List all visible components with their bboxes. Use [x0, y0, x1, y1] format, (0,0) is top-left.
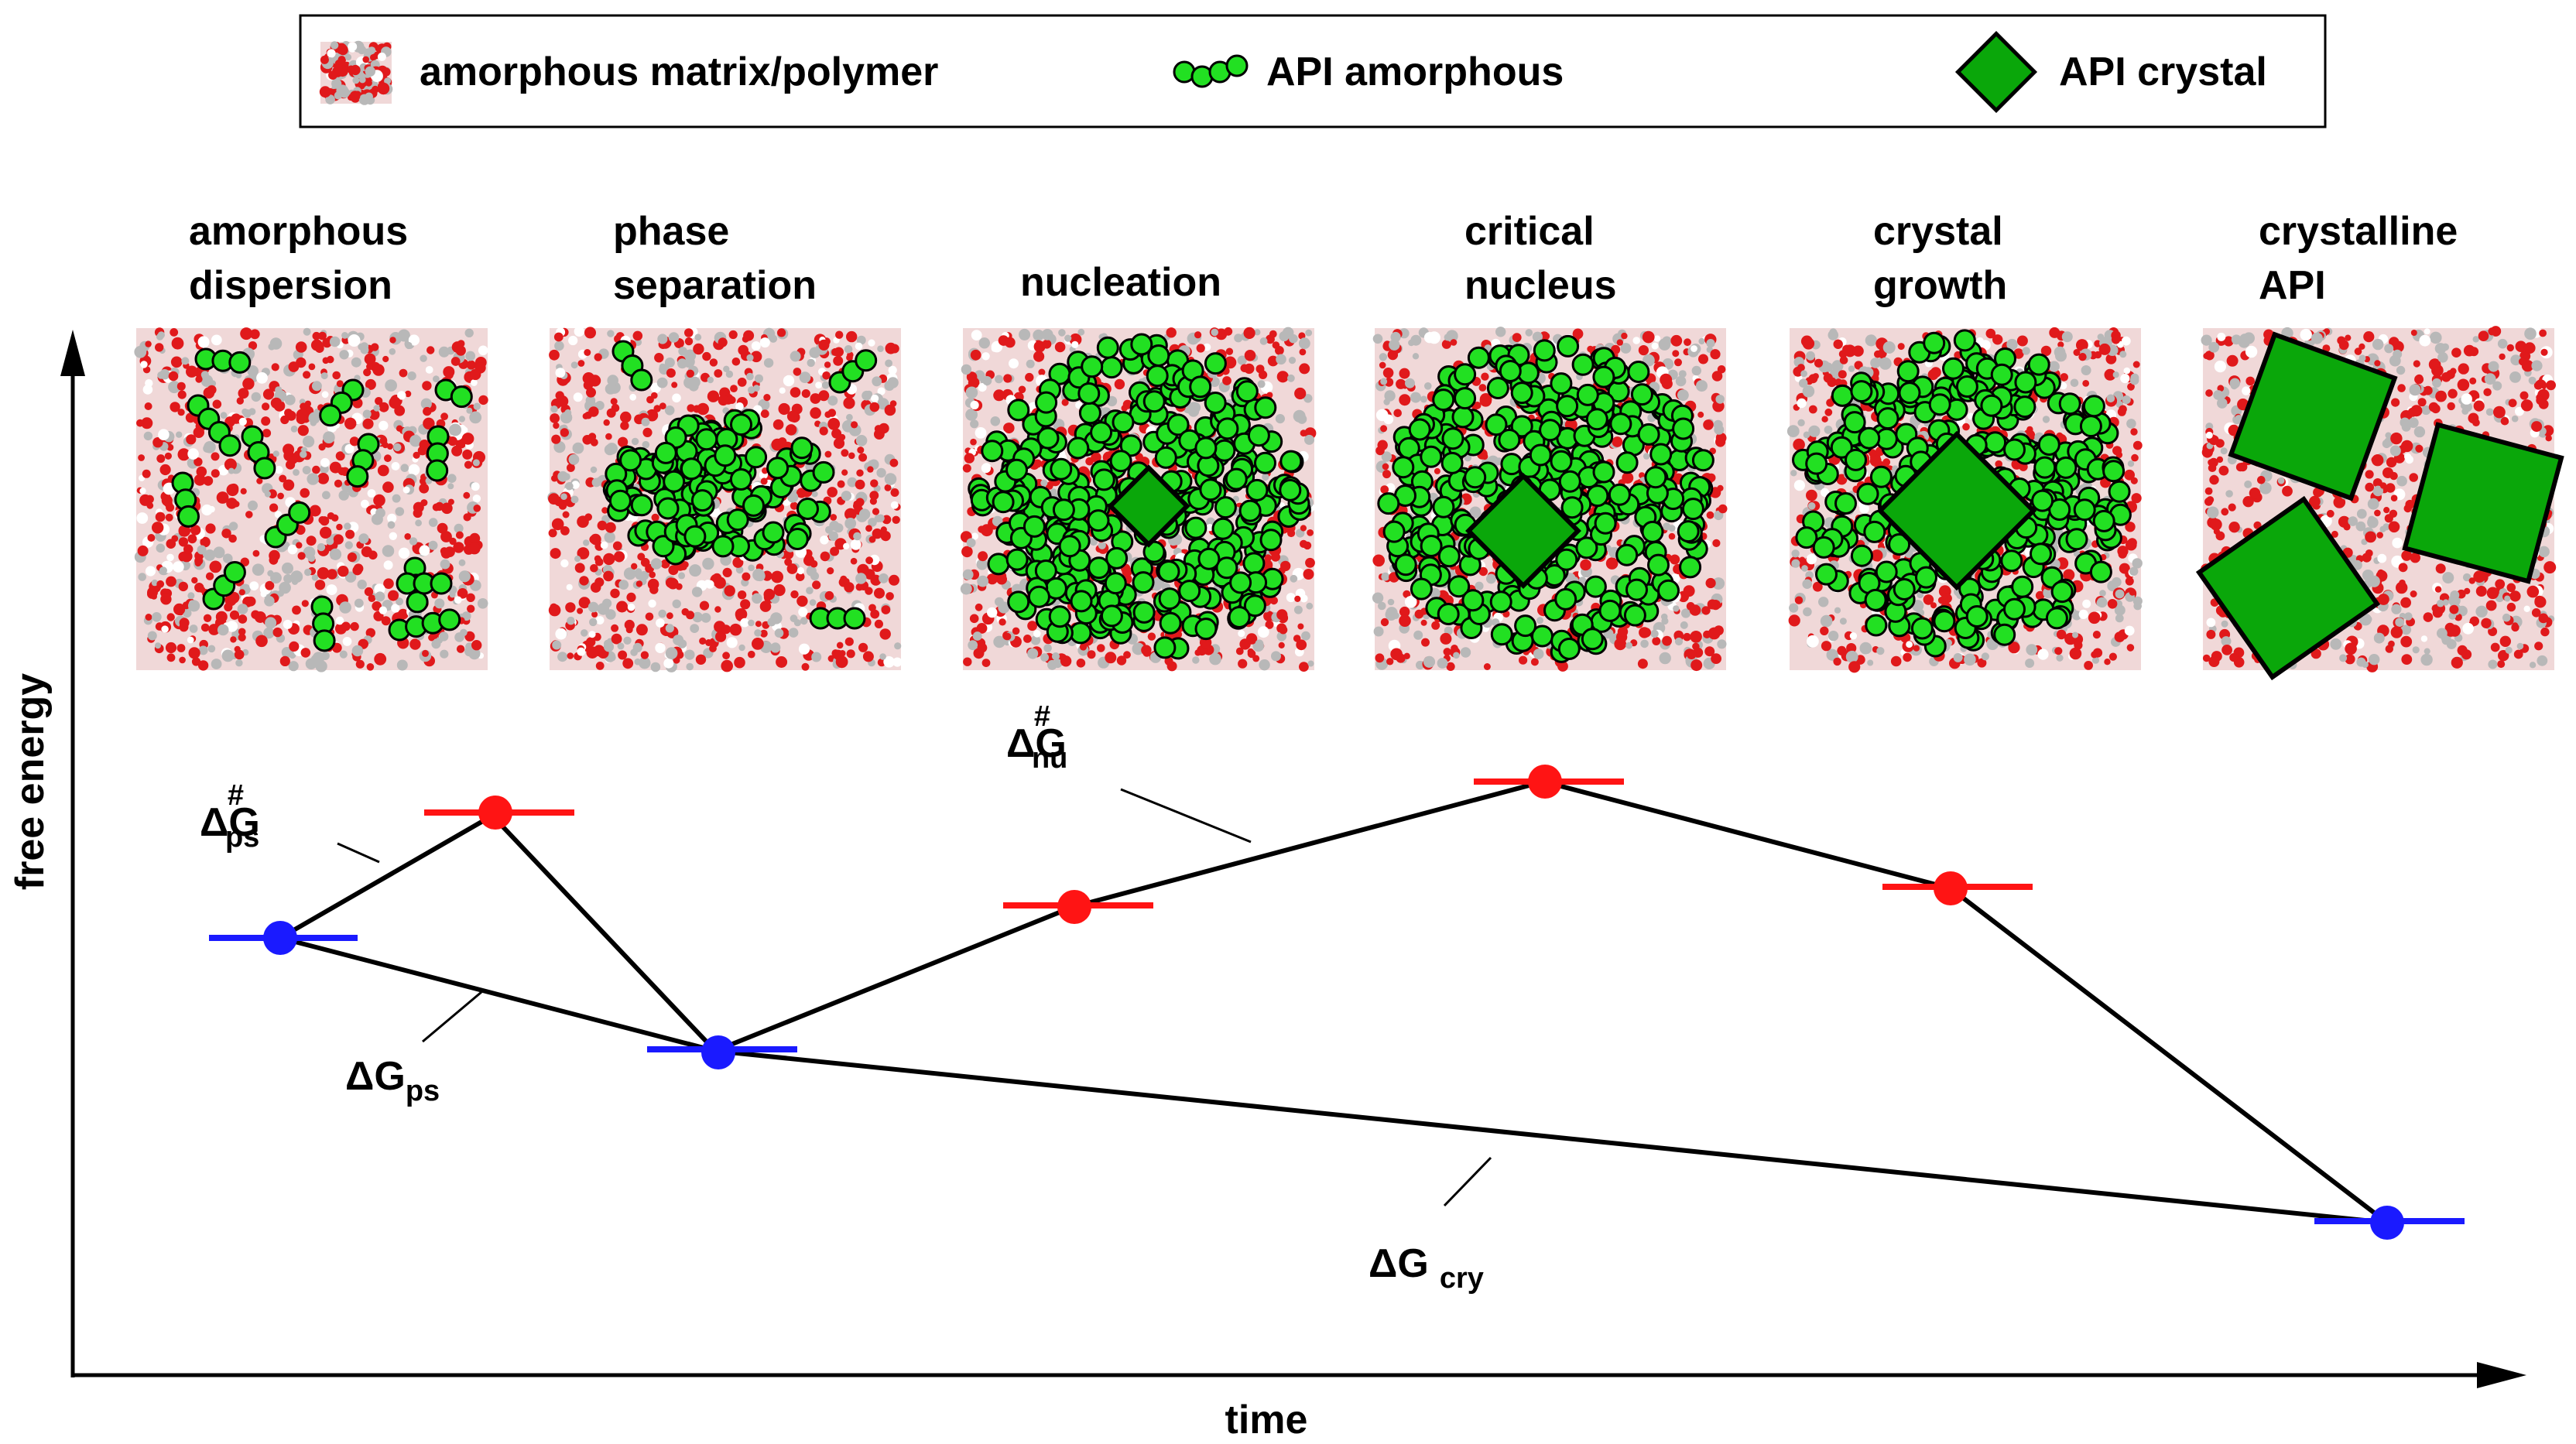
stage-title-nucleation-line1: nucleation [1020, 260, 1221, 305]
transition-state-phase-separation [424, 796, 574, 830]
stage-title-critical-nucleus-line2: nucleus [1464, 263, 1617, 308]
stage-title-crystalline-api-line1: crystalline [2259, 209, 2458, 254]
legend: amorphous matrix/polymer API amorphous A… [299, 14, 2327, 128]
stage-title-critical-nucleus-line1: critical [1464, 209, 1595, 254]
api-crystal-legend-icon [1954, 30, 2038, 114]
stage-title-phase-separation-line1: phase [613, 209, 729, 254]
y-axis-label: free energy [8, 673, 53, 890]
stable-state-phase-separated [647, 1035, 797, 1069]
snapshot-crystalline-api [2195, 326, 2564, 681]
dg-cry-leader [1443, 1156, 1492, 1207]
matrix-legend-label: amorphous matrix/polymer [420, 50, 938, 94]
transition-state-crystal-growth [1882, 871, 2033, 905]
x-axis-arrowhead [2477, 1362, 2526, 1388]
stable-state-crystalline [2314, 1206, 2465, 1240]
transition-state-nucleation [1003, 890, 1153, 924]
dg-nu-barrier-leader [1120, 788, 1252, 843]
snapshot-crystal-growth [1786, 327, 2143, 673]
snapshot-phase-separation [547, 326, 903, 672]
x-axis-label: time [1225, 1398, 1308, 1442]
dg-ps-leader [422, 991, 482, 1043]
snapshot-nucleation [960, 327, 1317, 672]
dg-nu-barrier-label: ΔG#nu [1006, 700, 1067, 775]
stage-titles: amorphous dispersion phase separation nu… [189, 209, 2458, 308]
stage-title-amorphous-dispersion-line2: dispersion [189, 263, 392, 308]
api-amorphous-legend-icon [1173, 54, 1249, 88]
dg-ps-barrier-label: ΔG#ps [200, 779, 260, 854]
energy-pathways [279, 778, 2389, 1225]
stable-state-amorphous-dispersion [209, 921, 358, 955]
stage-title-crystal-growth-line1: crystal [1873, 209, 2003, 254]
stage-title-crystal-growth-line2: growth [1873, 263, 2007, 308]
kinetic-pathway-line [279, 778, 2389, 1225]
dg-ps-barrier-leader [337, 842, 380, 864]
transition-state-critical-nucleus [1474, 765, 1624, 799]
snapshot-panels [134, 326, 2564, 681]
matrix-legend-swatch [319, 40, 393, 105]
stage-title-amorphous-dispersion-line1: amorphous [189, 209, 408, 254]
dg-ps-label: ΔGps [345, 1054, 440, 1107]
api-crystal-legend-label: API crystal [2059, 50, 2267, 94]
y-axis-arrowhead [60, 330, 85, 376]
stage-title-crystalline-api-line2: API [2259, 263, 2326, 308]
api-amorphous-legend-label: API amorphous [1266, 50, 1564, 94]
stage-title-phase-separation-line2: separation [613, 263, 817, 308]
energy-levels [209, 765, 2465, 1240]
snapshot-critical-nucleus [1372, 327, 1728, 672]
snapshot-amorphous-dispersion [134, 327, 488, 672]
axes: time free energy [8, 330, 2526, 1442]
